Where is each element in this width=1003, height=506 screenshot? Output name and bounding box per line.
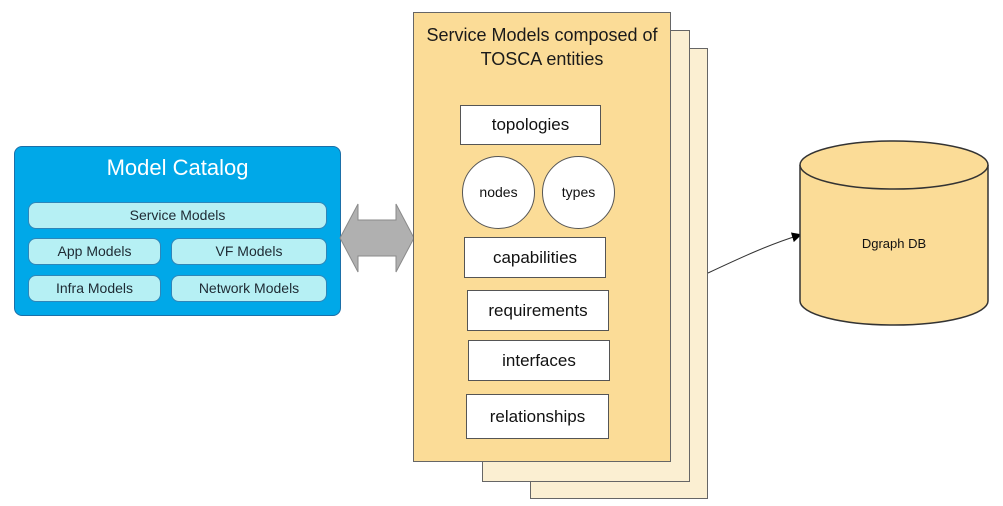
requirements-box: requirements (467, 290, 609, 331)
bidirectional-arrow-icon (339, 203, 415, 273)
connector-arrow (707, 232, 802, 274)
interfaces-box: interfaces (468, 340, 610, 381)
capabilities-box: capabilities (464, 237, 606, 278)
database-cylinder-icon (799, 140, 989, 326)
model-catalog: Model Catalog Service Models App Models … (14, 146, 341, 316)
vf-models-pill: VF Models (171, 238, 327, 265)
service-models-page: Service Models composed of TOSCA entitie… (413, 12, 671, 462)
infra-models-pill: Infra Models (28, 275, 161, 302)
relationships-box: relationships (466, 394, 609, 439)
service-models-title: Service Models composed of TOSCA entitie… (414, 23, 670, 71)
service-models-title-line2: TOSCA entities (480, 49, 604, 69)
topologies-box: topologies (460, 105, 601, 145)
app-models-pill: App Models (28, 238, 161, 265)
service-models-pill: Service Models (28, 202, 327, 229)
nodes-circle: nodes (462, 156, 535, 229)
dgraph-db-label: Dgraph DB (861, 236, 927, 251)
model-catalog-title: Model Catalog (106, 155, 249, 180)
types-circle: types (542, 156, 615, 229)
service-models-title-line1: Service Models composed of (426, 25, 658, 45)
network-models-pill: Network Models (171, 275, 327, 302)
